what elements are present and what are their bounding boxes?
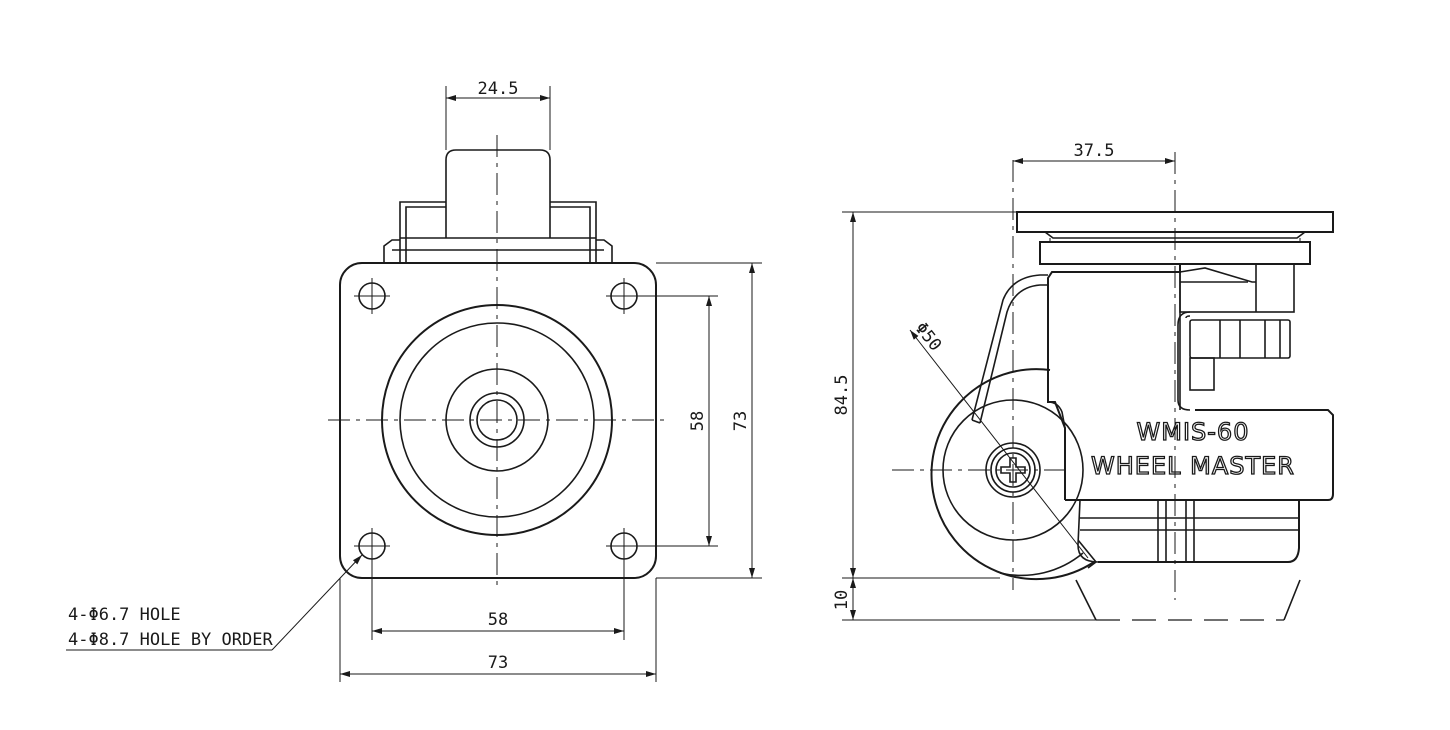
- dim-wheel-diameter: Φ50: [909, 319, 1089, 559]
- dim-10: 10: [832, 578, 1096, 621]
- front-view: 24.5 58 73 58 73: [66, 79, 762, 682]
- hole-note-line-1: 4-Φ6.7 HOLE: [68, 605, 181, 625]
- dim-37-5: 37.5: [1013, 141, 1175, 164]
- dim-label: Φ50: [911, 319, 946, 356]
- side-housing: [971, 263, 1334, 501]
- dim-label: 58: [488, 610, 508, 630]
- mounting-holes: [354, 278, 642, 564]
- front-bracket: [383, 149, 613, 262]
- dim-label: 73: [488, 653, 508, 673]
- hole-note: 4-Φ6.7 HOLE 4-Φ8.7 HOLE BY ORDER: [66, 554, 363, 651]
- brand-model: WMIS-60: [1137, 418, 1250, 446]
- dim-label: 73: [731, 411, 751, 431]
- dim-label: 10: [832, 590, 852, 610]
- dim-58-horizontal: 58: [371, 560, 625, 640]
- dim-label: 58: [688, 411, 708, 431]
- dim-label: 84.5: [832, 375, 852, 416]
- dim-73-vertical: 73: [656, 262, 762, 579]
- brand-name: WHEEL MASTER: [1091, 452, 1295, 480]
- dim-84-5: 84.5: [832, 211, 1017, 579]
- dim-label: 37.5: [1074, 141, 1115, 161]
- side-lifted-foot: [1075, 579, 1301, 621]
- side-foot-pad: [1077, 499, 1300, 569]
- hole-note-line-2: 4-Φ8.7 HOLE BY ORDER: [68, 630, 273, 650]
- dim-73-horizontal: 73: [339, 578, 657, 682]
- dim-58-vertical: 58: [640, 295, 718, 547]
- dim-24-5: 24.5: [445, 79, 551, 150]
- dim-label: 24.5: [478, 79, 519, 99]
- side-view: WMIS-60 WHEEL MASTER 37.5 84.5 10 Φ50: [832, 141, 1334, 621]
